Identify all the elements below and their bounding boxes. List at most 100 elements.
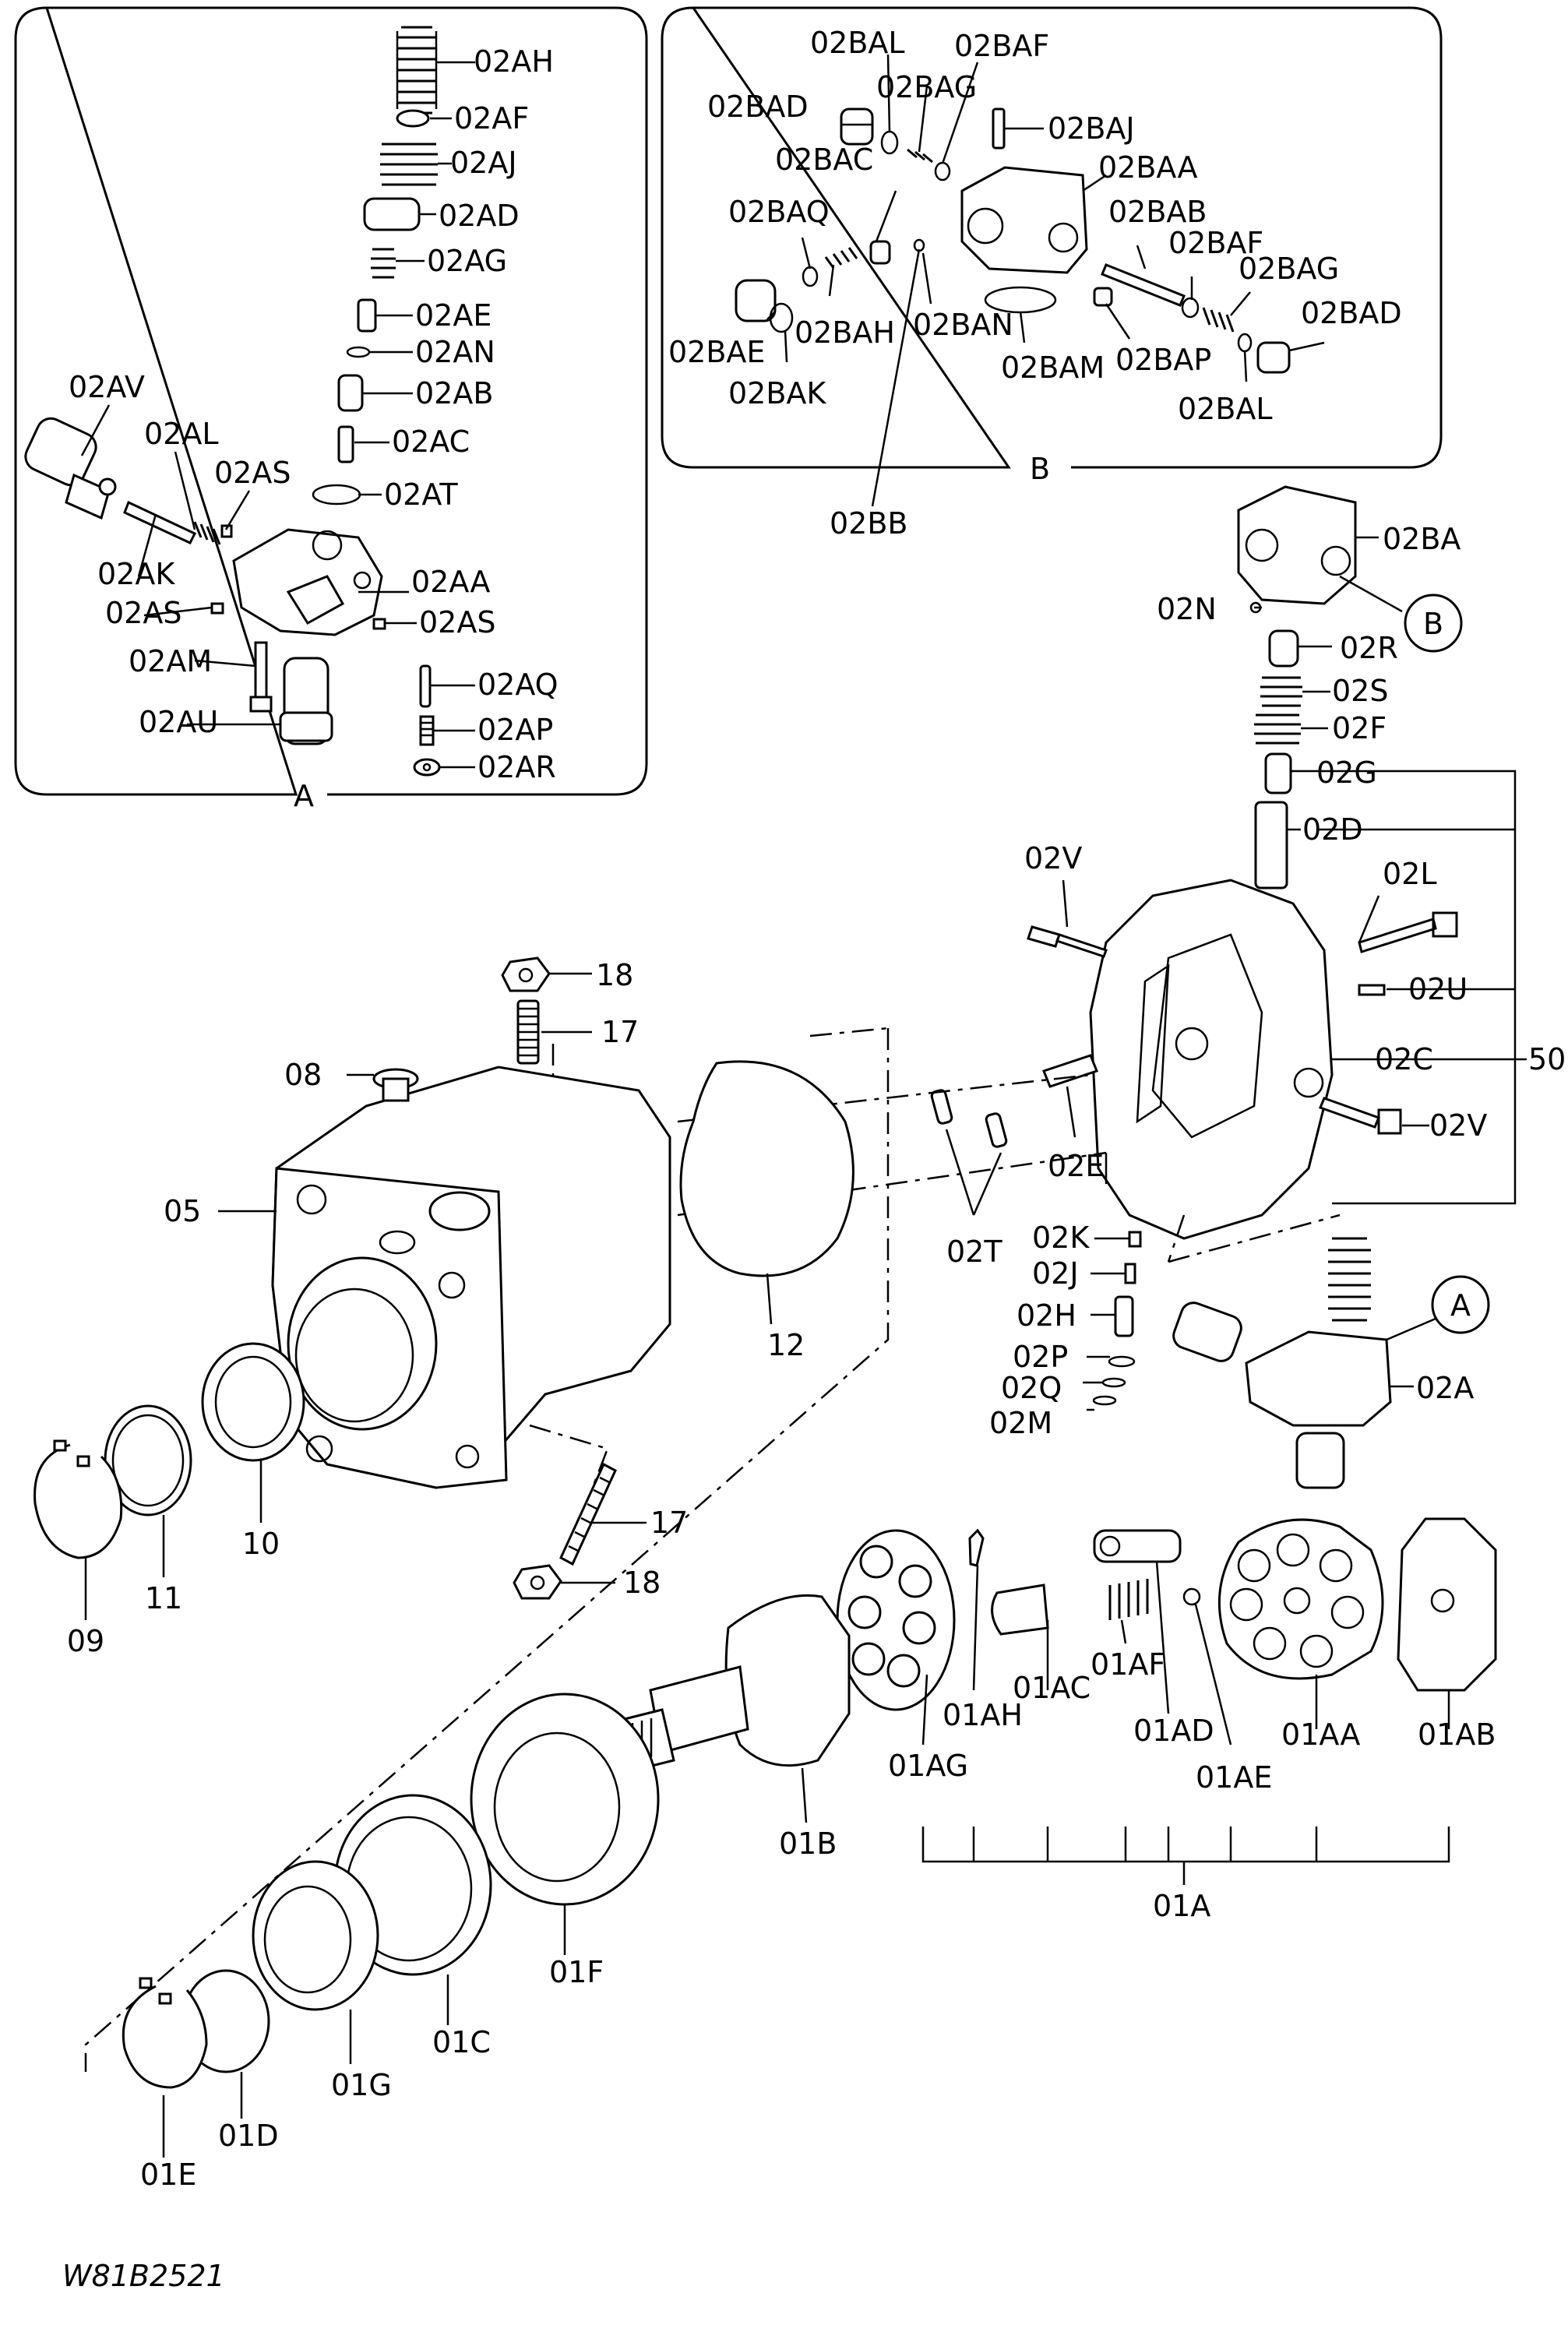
label-02AR: 02AR	[477, 750, 556, 784]
part-17-stud-bottom	[559, 1462, 617, 1566]
label-02T: 02T	[946, 1235, 1002, 1269]
part-02AV-solenoid	[24, 417, 117, 520]
label-02AM: 02AM	[129, 644, 212, 678]
label-01B: 01B	[779, 1827, 837, 1861]
label-01AB: 01AB	[1418, 1717, 1496, 1752]
part-02H-sleeve	[1114, 1295, 1134, 1337]
part-02AD-collar	[363, 197, 421, 231]
part-02A-valve-assembly	[1172, 1237, 1442, 1489]
part-02AB-spool	[337, 374, 364, 412]
part-02J-pin	[1124, 1263, 1136, 1284]
part-01AA-cylinder-block	[1217, 1518, 1384, 1680]
label-02BAF-top: 02BAF	[954, 29, 1049, 63]
label-01AD: 01AD	[1133, 1714, 1214, 1748]
label-02BAH: 02BAH	[795, 315, 895, 350]
label-10: 10	[242, 1527, 280, 1561]
label-02AV: 02AV	[69, 370, 145, 404]
label-01AH: 01AH	[943, 1698, 1023, 1732]
label-02V-top: 02V	[1024, 841, 1082, 875]
callout-b-circle	[1404, 594, 1463, 653]
inset-panel-b: B	[661, 6, 1443, 541]
label-02V-right: 02V	[1429, 1108, 1487, 1143]
part-02AM-screw	[249, 641, 273, 713]
label-50: 50	[1528, 1042, 1566, 1076]
part-02AN-ring	[346, 346, 371, 358]
label-01AA: 01AA	[1281, 1717, 1360, 1752]
panel-a-label: A	[294, 779, 314, 813]
part-02L-bolt	[1358, 911, 1458, 953]
label-02AP: 02AP	[477, 713, 553, 747]
label-02BAK: 02BAK	[728, 376, 826, 410]
label-02AC: 02AC	[392, 424, 470, 459]
part-01AB-valve-plate	[1397, 1517, 1497, 1692]
label-02K: 02K	[1032, 1221, 1090, 1255]
part-02BAF-washer-top	[934, 161, 951, 181]
label-02BAQ: 02BAQ	[728, 195, 830, 229]
label-02C: 02C	[1375, 1042, 1433, 1076]
part-02BAB-rod	[1101, 263, 1186, 307]
part-02BAD-plug-right	[1256, 341, 1291, 374]
part-02BAG-spring-top	[907, 148, 933, 164]
label-02U: 02U	[1408, 972, 1468, 1006]
panel-b-label: B	[1030, 452, 1050, 486]
label-02A: 02A	[1416, 1371, 1474, 1405]
callout-b-text: B	[1423, 607, 1443, 641]
label-01AF: 01AF	[1091, 1647, 1165, 1682]
part-18-nut-bottom	[513, 1564, 562, 1600]
part-01AC-piston	[991, 1583, 1049, 1636]
callout-a-text: A	[1450, 1288, 1471, 1323]
label-01G: 01G	[331, 2068, 392, 2102]
part-01AF-spring	[1108, 1579, 1149, 1620]
part-01AD-shoe	[1093, 1529, 1182, 1563]
part-02BAE-plug	[735, 279, 777, 322]
part-01G-bearing	[252, 1860, 379, 2011]
part-02BAL-ring-bottom	[1237, 333, 1253, 353]
part-02V-bolt-top	[1027, 925, 1108, 958]
part-02BA-block	[1237, 485, 1357, 605]
part-01E-snap-ring	[122, 1977, 208, 2089]
part-02AG-spring	[371, 248, 396, 279]
part-02G-sleeve	[1264, 752, 1292, 794]
part-02AA-valve-body	[232, 528, 383, 636]
label-02G: 02G	[1316, 756, 1377, 790]
part-02E-pin	[1042, 1054, 1098, 1088]
label-02BAP: 02BAP	[1115, 343, 1211, 377]
label-02BAE: 02BAE	[668, 335, 765, 369]
label-02AT: 02AT	[384, 477, 458, 512]
label-02AB: 02AB	[415, 376, 493, 410]
part-02AJ-spring	[380, 143, 438, 186]
label-02P: 02P	[1013, 1340, 1068, 1374]
part-05-bore	[287, 1256, 438, 1431]
label-02BAN: 02BAN	[913, 308, 1013, 342]
label-02BAM: 02BAM	[1001, 351, 1105, 385]
label-02BAL-bottom: 02BAL	[1178, 392, 1273, 426]
label-02AH: 02AH	[474, 44, 554, 79]
part-11-backup-ring	[104, 1404, 192, 1517]
label-02BAD-right: 02BAD	[1301, 296, 1402, 330]
label-02AG: 02AG	[427, 244, 507, 278]
label-02AL: 02AL	[144, 417, 219, 451]
part-10-seal-ring	[201, 1342, 305, 1462]
part-02BAJ-bolt	[992, 107, 1006, 150]
label-08: 08	[284, 1058, 322, 1092]
label-01C: 01C	[432, 2025, 491, 2059]
part-02U-plug	[1358, 984, 1386, 996]
callout-a-circle	[1431, 1275, 1490, 1334]
part-01AE-washer	[1182, 1587, 1201, 1606]
part-01AH-screw	[968, 1528, 985, 1567]
label-05: 05	[164, 1194, 201, 1228]
part-02P-ring	[1108, 1355, 1136, 1368]
label-01A: 01A	[1153, 1889, 1210, 1923]
label-18-bottom: 18	[623, 1566, 661, 1600]
label-02R: 02R	[1340, 631, 1398, 665]
label-02AA: 02AA	[411, 565, 490, 599]
part-01F-bearing	[470, 1693, 660, 1906]
label-12: 12	[767, 1328, 805, 1362]
part-02V-bolt-right	[1319, 1097, 1402, 1135]
label-17-bottom: 17	[650, 1506, 688, 1540]
part-02C-cover	[1089, 879, 1334, 1240]
part-17-stud-top	[516, 999, 540, 1065]
label-02Q: 02Q	[1001, 1371, 1062, 1405]
part-02BAQ-ring	[802, 266, 819, 287]
